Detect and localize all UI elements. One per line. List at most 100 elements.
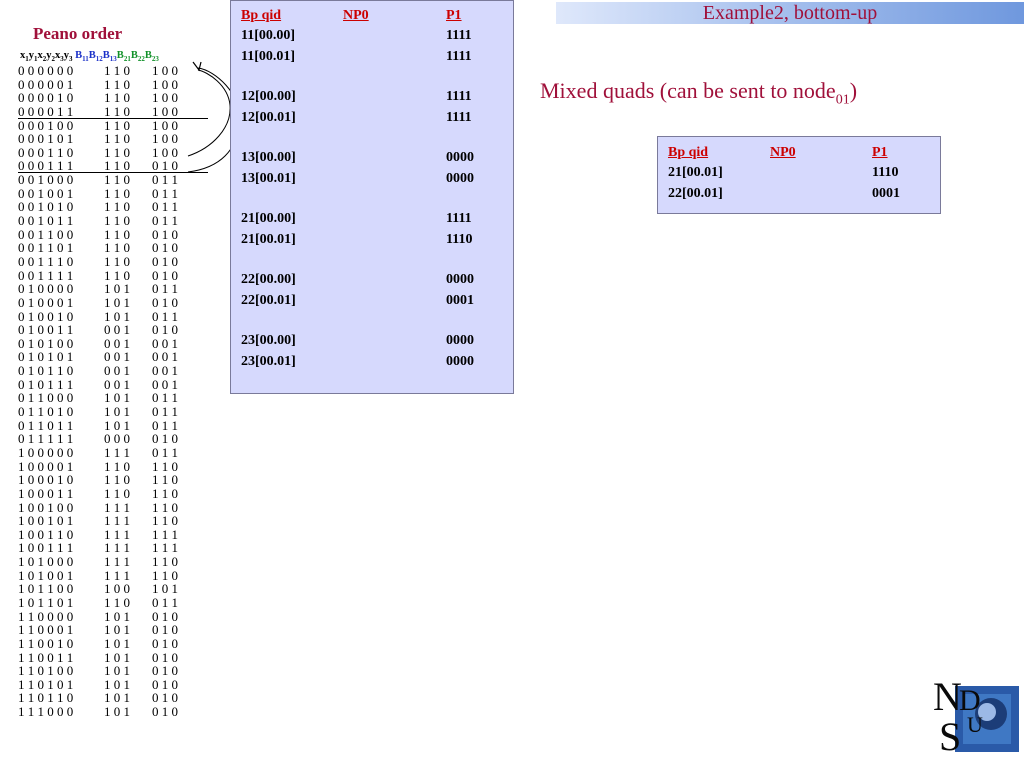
left-row-qid: 11[00.01] (241, 49, 296, 64)
hdr-b21-sub: 21 (123, 55, 131, 64)
b2-bits: 1 1 1 (152, 540, 178, 556)
b2-bits: 0 0 1 (152, 349, 178, 365)
b2-bits: 0 1 0 (152, 158, 178, 174)
b1-bits: 1 1 0 (104, 158, 130, 174)
b2-bits: 0 1 1 (152, 172, 178, 188)
left-row-p1: 0001 (446, 293, 474, 308)
hdr-b13: B (102, 50, 110, 61)
xy-bits: 1 1 0 0 0 0 (18, 608, 74, 624)
b2-bits: 0 0 1 (152, 335, 178, 351)
b2-bits: 1 1 0 (152, 499, 178, 515)
b1-bits: 1 0 1 (104, 676, 130, 692)
b2-bits: 0 1 0 (152, 704, 178, 720)
b1-bits: 0 0 1 (104, 349, 130, 365)
hdr-y3: y (63, 50, 69, 61)
left-row-p1: 1111 (446, 89, 472, 104)
left-row-qid: 13[00.00] (241, 150, 296, 165)
b1-bits: 1 1 0 (104, 472, 130, 488)
b2-bits: 1 0 0 (152, 90, 178, 106)
b1-bits: 1 0 1 (104, 704, 130, 720)
xy-bits: 1 1 0 1 0 0 (18, 663, 74, 679)
b2-bits: 1 0 0 (152, 103, 178, 119)
b2-bits: 0 1 0 (152, 431, 178, 447)
svg-text:U: U (967, 712, 983, 737)
hdr-b13-sub: 13 (109, 55, 117, 64)
b2-bits: 0 1 0 (152, 649, 178, 665)
b2-bits: 1 0 1 (152, 581, 178, 597)
svg-text:N: N (933, 674, 962, 719)
hdr-x3: x (55, 50, 61, 61)
b1-bits: 1 1 0 (104, 76, 130, 92)
table-row: 1 1 0 1 0 1 1 0 1 0 1 0 (18, 678, 208, 692)
xy-bits: 1 0 0 0 0 1 (18, 458, 74, 474)
b1-bits: 1 1 0 (104, 172, 130, 188)
left-row-qid: 13[00.01] (241, 171, 296, 186)
xy-bits: 0 0 0 1 1 1 (18, 158, 74, 174)
left-row-qid: 11[00.00] (241, 28, 296, 43)
right-row-2-qid: 22[00.01] (668, 186, 723, 201)
hdr-y1: y (28, 50, 34, 61)
b1-bits: 1 1 0 (104, 240, 130, 256)
b2-bits: 0 1 0 (152, 322, 178, 338)
hdr-b22: B (130, 50, 138, 61)
hdr-x2-sub: 2 (42, 55, 47, 64)
left-row-qid: 22[00.01] (241, 293, 296, 308)
b1-bits: 1 0 1 (104, 608, 130, 624)
b2-bits: 0 1 0 (152, 663, 178, 679)
xy-bits: 0 0 1 0 1 1 (18, 213, 74, 229)
b2-bits: 0 1 0 (152, 267, 178, 283)
b2-bits: 1 1 0 (152, 472, 178, 488)
left-row-qid: 21[00.01] (241, 232, 296, 247)
hdr-y3-sub: 3 (69, 55, 73, 64)
right-col-np0: NP0 (770, 145, 796, 160)
b1-bits: 1 1 0 (104, 213, 130, 229)
b2-bits: 1 0 0 (152, 131, 178, 147)
xy-bits: 1 1 0 1 0 1 (18, 676, 74, 692)
xy-bits: 0 1 0 1 1 1 (18, 376, 74, 392)
b1-bits: 1 0 1 (104, 281, 130, 297)
ndsu-logo: N D S U (933, 674, 1019, 759)
b2-bits: 1 0 0 (152, 76, 178, 92)
xy-bits: 1 0 0 1 1 1 (18, 540, 74, 556)
b2-bits: 1 1 0 (152, 554, 178, 570)
svg-text:S: S (939, 714, 961, 759)
b1-bits: 1 1 0 (104, 594, 130, 610)
right-col-p1: P1 (872, 145, 888, 160)
hdr-x1: x (20, 50, 26, 61)
b1-bits: 1 1 0 (104, 226, 130, 242)
b2-bits: 0 1 0 (152, 676, 178, 692)
mixed-sub: 01 (835, 92, 850, 108)
b1-bits: 1 1 0 (104, 458, 130, 474)
left-row-qid: 23[00.01] (241, 354, 296, 369)
hdr-b12-sub: 12 (95, 55, 103, 64)
b1-bits: 1 1 0 (104, 267, 130, 283)
b2-bits: 0 1 0 (152, 226, 178, 242)
b1-bits: 1 1 1 (104, 444, 130, 460)
xy-bits: 0 1 0 0 0 0 (18, 281, 74, 297)
right-col-bpqid: Bp qid (668, 145, 709, 160)
b2-bits: 1 0 0 (152, 63, 178, 78)
b1-bits: 1 0 1 (104, 663, 130, 679)
left-row-p1: 1111 (446, 28, 472, 43)
hdr-b21: B (116, 50, 124, 61)
b2-bits: 0 1 0 (152, 240, 178, 256)
hdr-b11: B (75, 50, 83, 61)
b2-bits: 1 1 0 (152, 567, 178, 583)
hdr-y2: y (46, 50, 52, 61)
hdr-b22-sub: 22 (137, 55, 145, 64)
